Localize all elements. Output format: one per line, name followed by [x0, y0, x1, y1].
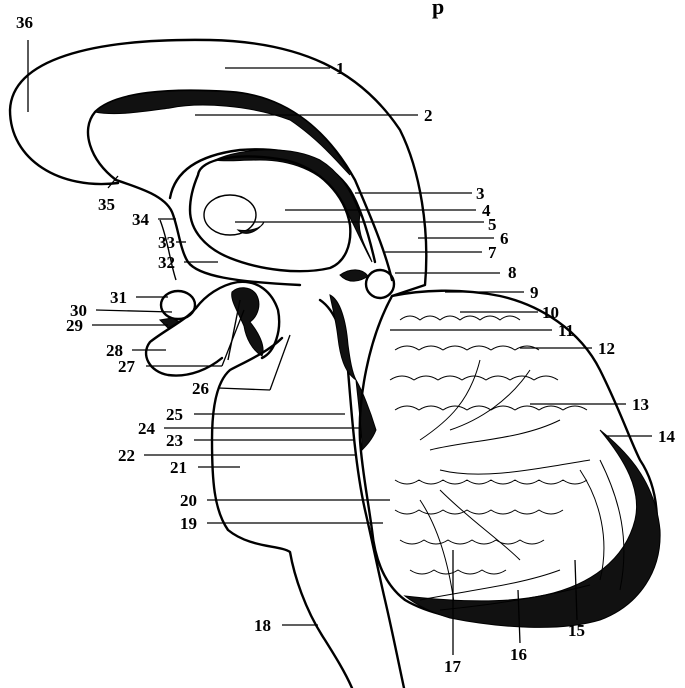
habenula: [340, 270, 368, 281]
label-20: 20: [180, 491, 197, 510]
label-18: 18: [254, 616, 271, 635]
title-fragment: р: [432, 0, 444, 19]
label-28: 28: [106, 341, 123, 360]
mammillary-dark: [232, 288, 263, 356]
label-22: 22: [118, 446, 135, 465]
label-32: 32: [158, 253, 175, 272]
label-5: 5: [488, 215, 497, 234]
label-25: 25: [166, 405, 183, 424]
label-33: 33: [158, 233, 175, 252]
aqueduct: [330, 295, 356, 380]
brainstem-rear: [320, 300, 404, 688]
label-24: 24: [138, 419, 156, 438]
label-7: 7: [488, 243, 497, 262]
label-11: 11: [558, 321, 574, 340]
label-35: 35: [98, 195, 115, 214]
label-10: 10: [542, 303, 559, 322]
hemisphere-outline: [10, 40, 426, 296]
label-9: 9: [530, 283, 539, 302]
label-12: 12: [598, 339, 615, 358]
label-36: 36: [16, 13, 33, 32]
label-16: 16: [510, 645, 527, 664]
label-30: 30: [70, 301, 87, 320]
label-1: 1: [336, 59, 345, 78]
arbor-vitae-1: [420, 360, 590, 610]
cerebellum: [360, 291, 660, 628]
label-34: 34: [132, 210, 150, 229]
label-13: 13: [632, 395, 649, 414]
label-31: 31: [110, 288, 127, 307]
leader-26b: [270, 335, 290, 390]
leader-30: [96, 310, 172, 312]
label-14: 14: [658, 427, 676, 446]
label-23: 23: [166, 431, 183, 450]
brainstem-front: [212, 338, 352, 688]
interthalamic-adhesion: [204, 195, 256, 235]
label-26: 26: [192, 379, 209, 398]
label-17: 17: [444, 657, 462, 676]
folia-lower: [395, 480, 587, 574]
brain-drawing: [10, 40, 660, 688]
mammillary-line: [228, 300, 240, 360]
pineal-body: [366, 270, 394, 298]
label-15: 15: [568, 621, 585, 640]
leader-26: [218, 388, 270, 390]
label-19: 19: [180, 514, 197, 533]
label-8: 8: [508, 263, 517, 282]
label-6: 6: [500, 229, 509, 248]
label-21: 21: [170, 458, 187, 477]
label-2: 2: [424, 106, 433, 125]
leader-27b: [222, 310, 244, 366]
